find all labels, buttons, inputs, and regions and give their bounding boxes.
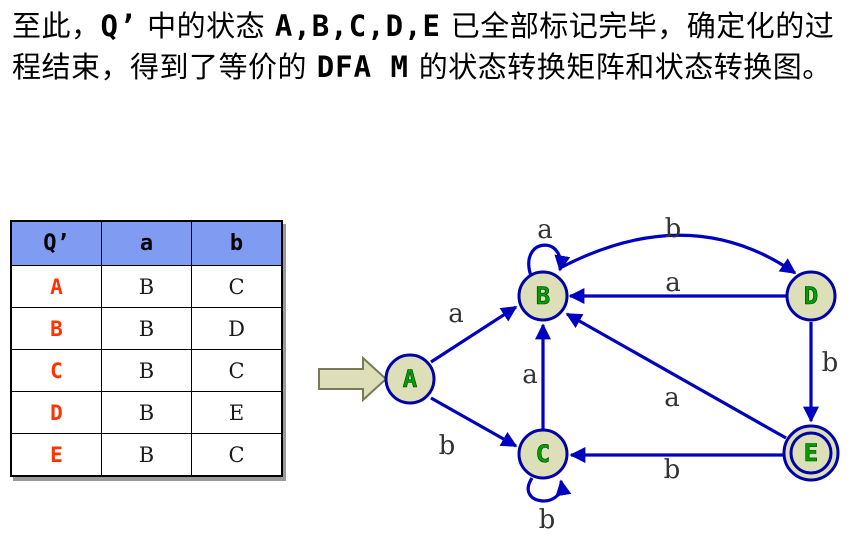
table-row: B B D	[10, 307, 283, 350]
table-header-row: Q’ a b	[10, 220, 283, 266]
node-E: E	[782, 424, 840, 482]
intro-text-1: 至此，	[12, 9, 101, 43]
node-B: B	[517, 270, 569, 322]
table-row: A B C	[10, 265, 283, 308]
edge-label-D-B: a	[665, 268, 681, 298]
edge-label-E-C: b	[664, 455, 681, 485]
intro-q-prime: Q’	[100, 9, 138, 43]
table-row: D B E	[10, 391, 283, 434]
table-row: E B C	[10, 433, 283, 477]
edge-label-E-B: a	[664, 383, 680, 413]
edge-label-A-B: a	[448, 299, 464, 329]
edge-label-D-E: b	[822, 348, 839, 378]
table-cell: C	[191, 349, 283, 392]
intro-text-4: 的状态转换矩阵和状态转换图。	[409, 50, 832, 84]
edge-E-B	[565, 312, 787, 440]
edge-label-C-B: a	[522, 360, 538, 390]
header-b: b	[191, 220, 283, 266]
table-cell-state: C	[10, 349, 102, 392]
table-cell: B	[101, 391, 192, 434]
table-row: C B C	[10, 349, 283, 392]
table-cell-state: D	[10, 391, 102, 434]
edge-C-self	[526, 477, 572, 503]
intro-text-3: 已全部标记完毕，确定化的过程结束，得到了等价的	[12, 9, 835, 84]
start-arrow	[318, 355, 388, 403]
edge-B-self	[527, 243, 571, 277]
transition-matrix: Q’ a b A B C B B D C B C D B	[10, 220, 283, 477]
edge-A-C	[430, 396, 518, 448]
table-cell-state: E	[10, 433, 102, 477]
header-a: a	[101, 220, 192, 266]
edge-B-D	[559, 233, 797, 275]
node-label-C: C	[536, 440, 550, 468]
intro-text-2: 中的状态	[137, 9, 275, 43]
node-D: D	[785, 270, 837, 322]
table-cell: C	[191, 265, 283, 308]
table-cell-state: A	[10, 265, 102, 308]
table-cell: B	[101, 433, 192, 477]
table-cell: E	[191, 391, 283, 434]
node-label-D: D	[804, 282, 818, 310]
edge-label-B-self: a	[537, 215, 553, 245]
table-cell: D	[191, 307, 283, 350]
node-label-A: A	[403, 365, 418, 393]
table-cell: C	[191, 433, 283, 477]
edge-label-C-self: b	[539, 505, 556, 535]
intro-dfa-m: DFA M	[316, 50, 410, 84]
table-cell: B	[101, 349, 192, 392]
node-C: C	[517, 428, 569, 480]
node-label-B: B	[536, 282, 550, 310]
intro-paragraph: 至此，Q’ 中的状态 A,B,C,D,E 已全部标记完毕，确定化的过程结束，得到…	[12, 6, 842, 88]
edge-label-B-D: b	[665, 214, 682, 244]
node-label-E: E	[804, 439, 818, 467]
table-cell: B	[101, 307, 192, 350]
transition-table: Q’ a b A B C B B D C B C D B	[10, 220, 283, 477]
node-A: A	[384, 353, 436, 405]
edge-label-A-C: b	[439, 431, 456, 461]
table-cell: B	[101, 265, 192, 308]
intro-state-list: A,B,C,D,E	[274, 9, 442, 43]
table-cell-state: B	[10, 307, 102, 350]
edge-A-B	[430, 305, 518, 364]
